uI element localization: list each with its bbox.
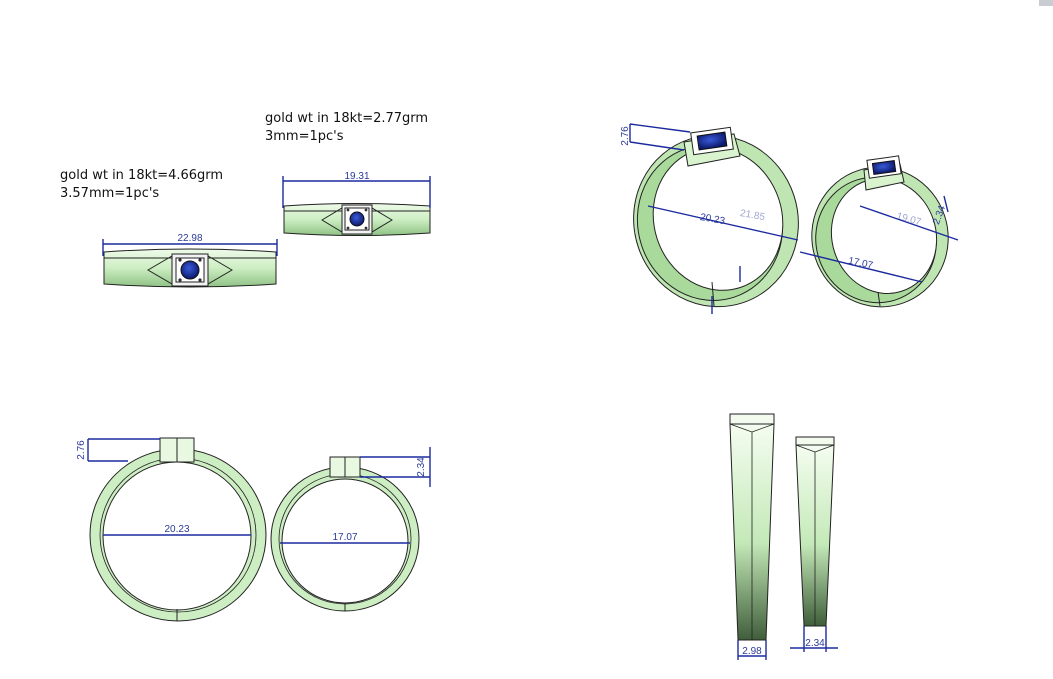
small-ring-stone-note: 3mm=1pc's xyxy=(265,129,344,144)
front-view-small-ring xyxy=(270,456,420,612)
dim-label-persp-large-diameter: 20.23 xyxy=(699,212,726,227)
dim-label-front-small-diameter: 17.07 xyxy=(332,532,357,543)
dim-label-persp-small-diameter: 17.07 xyxy=(847,256,874,272)
dimension-front-large: 2.76 20.23 xyxy=(76,438,251,536)
dim-label-persp-large-height: 2.76 xyxy=(620,126,631,146)
sapphire-stone-small xyxy=(349,211,365,227)
dim-label-front-large-height: 2.76 xyxy=(76,440,87,460)
dimension-top-small-width: 19.31 xyxy=(282,171,431,208)
dim-label-front-large-diameter: 20.23 xyxy=(164,524,189,535)
dimension-front-small: 2.34 17.07 xyxy=(280,447,431,544)
dimension-top-large-width: 22.98 xyxy=(102,233,278,256)
dimension-side-small: 2.34 xyxy=(790,626,838,652)
sapphire-stone-large xyxy=(180,260,200,280)
side-view-small-shank xyxy=(795,436,835,627)
dimension-side-large: 2.98 xyxy=(737,640,767,660)
side-view-large-shank xyxy=(729,413,775,641)
dim-label-top-small: 19.31 xyxy=(344,171,369,182)
dim-label-top-large: 22.98 xyxy=(177,233,202,244)
dim-label-persp-large-diameter-ghost: 21.85 xyxy=(739,208,766,223)
large-ring-weight-note: gold wt in 18kt=4.66grm xyxy=(60,168,224,183)
perspective-view-small-ring xyxy=(811,155,949,308)
dimension-perspective-small: 19.07 2.34 17.07 xyxy=(799,195,959,283)
dim-label-side-large-width: 2.98 xyxy=(742,646,762,657)
dimension-perspective-large: 2.76 20.23 21.85 xyxy=(620,123,799,314)
dim-label-front-small-height: 2.34 xyxy=(416,457,427,477)
dim-label-side-small-width: 2.34 xyxy=(805,638,825,649)
window-corner-mark xyxy=(1039,0,1053,6)
small-ring-weight-note: gold wt in 18kt=2.77grm xyxy=(265,111,429,126)
front-view-large-ring xyxy=(89,437,267,622)
top-view-large-ring xyxy=(103,248,277,288)
large-ring-stone-note: 3.57mm=1pc's xyxy=(60,186,160,201)
top-view-small-ring xyxy=(283,203,431,236)
